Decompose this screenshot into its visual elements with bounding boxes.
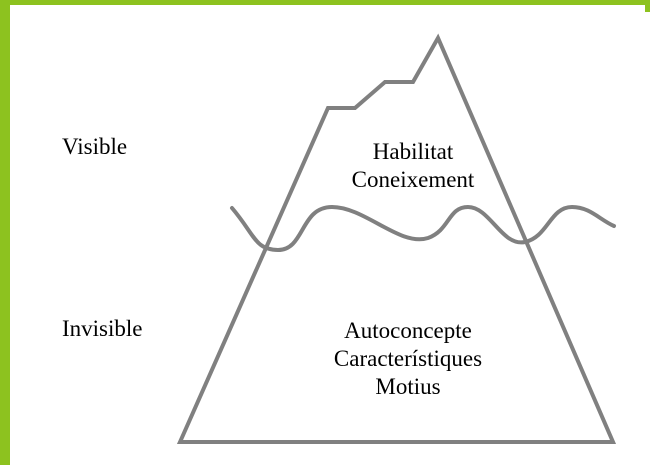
- base-item-caracteristiques: Característiques: [333, 346, 483, 371]
- base-item-autoconcepte: Autoconcepte: [344, 318, 472, 343]
- frame-top-border: [0, 0, 650, 5]
- base-item-motius: Motius: [375, 374, 441, 399]
- frame-left-border: [0, 0, 10, 465]
- tip-item-habilitat: Habilitat: [372, 139, 454, 164]
- frame-right-cap: [645, 0, 650, 12]
- tip-text-block: Habilitat Coneixement: [318, 138, 508, 194]
- visible-label: Visible: [62, 134, 128, 159]
- iceberg-outline: [176, 33, 617, 444]
- base-text-block: Autoconcepte Característiques Motius: [278, 317, 538, 401]
- waterline: [230, 204, 616, 253]
- invisible-label: Invisible: [62, 316, 143, 341]
- tip-item-coneixement: Coneixement: [351, 167, 475, 192]
